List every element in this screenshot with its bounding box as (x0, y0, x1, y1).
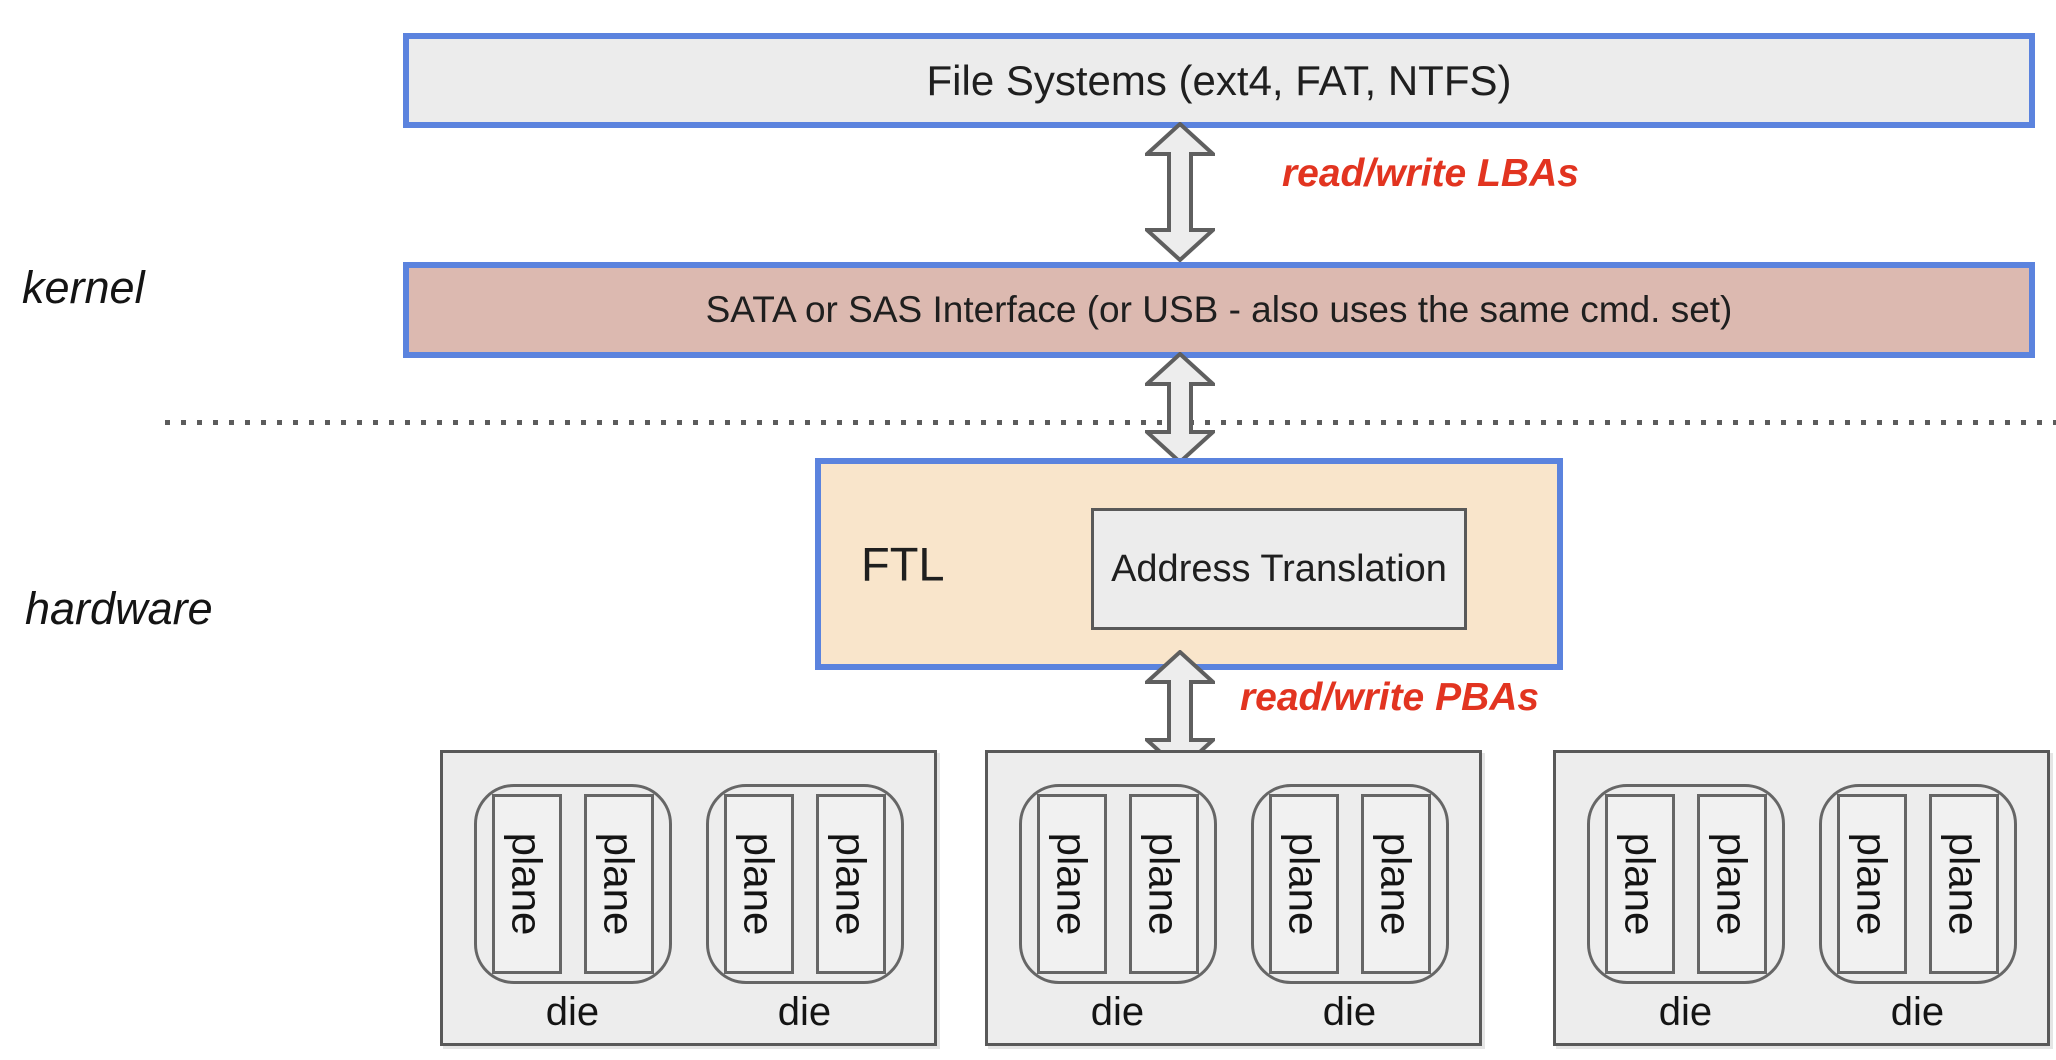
plane-box: plane (583, 794, 654, 974)
plane-box: plane (815, 794, 886, 974)
plane-box: plane (723, 794, 794, 974)
ftl-box: FTL Address Translation (815, 458, 1563, 670)
plane-label: plane (1708, 832, 1756, 936)
double-arrow-icon (1145, 122, 1215, 262)
die-label: die (1890, 990, 1945, 1034)
plane-box: plane (1604, 794, 1675, 974)
plane-label: plane (503, 832, 551, 936)
sata-interface-label: SATA or SAS Interface (or USB - also use… (705, 289, 1733, 330)
plane-box: plane (1360, 794, 1431, 974)
plane-label: plane (1048, 832, 1096, 936)
nand-package: plane plane die plane plane die (440, 750, 937, 1046)
double-arrow-icon (1145, 352, 1215, 464)
address-translation-box: Address Translation (1091, 508, 1467, 630)
die-box: plane plane (1250, 784, 1449, 984)
ftl-label: FTL (861, 537, 945, 591)
hardware-label: hardware (25, 583, 213, 634)
die-label: die (1658, 990, 1713, 1034)
die-label: die (545, 990, 600, 1034)
die-box: plane plane (1818, 784, 2017, 984)
read-write-pbas-label: read/write PBAs (1240, 676, 1540, 719)
plane-label: plane (827, 832, 875, 936)
plane-box: plane (1036, 794, 1107, 974)
kernel-hardware-divider (165, 420, 2056, 425)
plane-box: plane (1836, 794, 1907, 974)
die-label: die (1090, 990, 1145, 1034)
die-label: die (1322, 990, 1377, 1034)
address-translation-label: Address Translation (1111, 547, 1447, 590)
plane-label: plane (1848, 832, 1896, 936)
file-systems-label: File Systems (ext4, FAT, NTFS) (926, 56, 1512, 104)
die-box: plane plane (705, 784, 904, 984)
plane-label: plane (595, 832, 643, 936)
die-box: plane plane (473, 784, 672, 984)
plane-box: plane (1268, 794, 1339, 974)
nand-package: plane plane die plane plane die (1553, 750, 2050, 1046)
kernel-label: kernel (22, 262, 145, 313)
plane-label: plane (1280, 832, 1328, 936)
plane-box: plane (1696, 794, 1767, 974)
nand-package: plane plane die plane plane die (985, 750, 1482, 1046)
die-label: die (777, 990, 832, 1034)
die-box: plane plane (1586, 784, 1785, 984)
plane-label: plane (1940, 832, 1988, 936)
file-systems-box: File Systems (ext4, FAT, NTFS) (403, 33, 2035, 128)
plane-box: plane (1928, 794, 1999, 974)
plane-box: plane (1128, 794, 1199, 974)
read-write-lbas-label: read/write LBAs (1282, 152, 1579, 195)
die-box: plane plane (1018, 784, 1217, 984)
plane-label: plane (1616, 832, 1664, 936)
plane-label: plane (1140, 832, 1188, 936)
sata-interface-box: SATA or SAS Interface (or USB - also use… (403, 262, 2035, 358)
plane-label: plane (735, 832, 783, 936)
plane-box: plane (491, 794, 562, 974)
plane-label: plane (1372, 832, 1420, 936)
